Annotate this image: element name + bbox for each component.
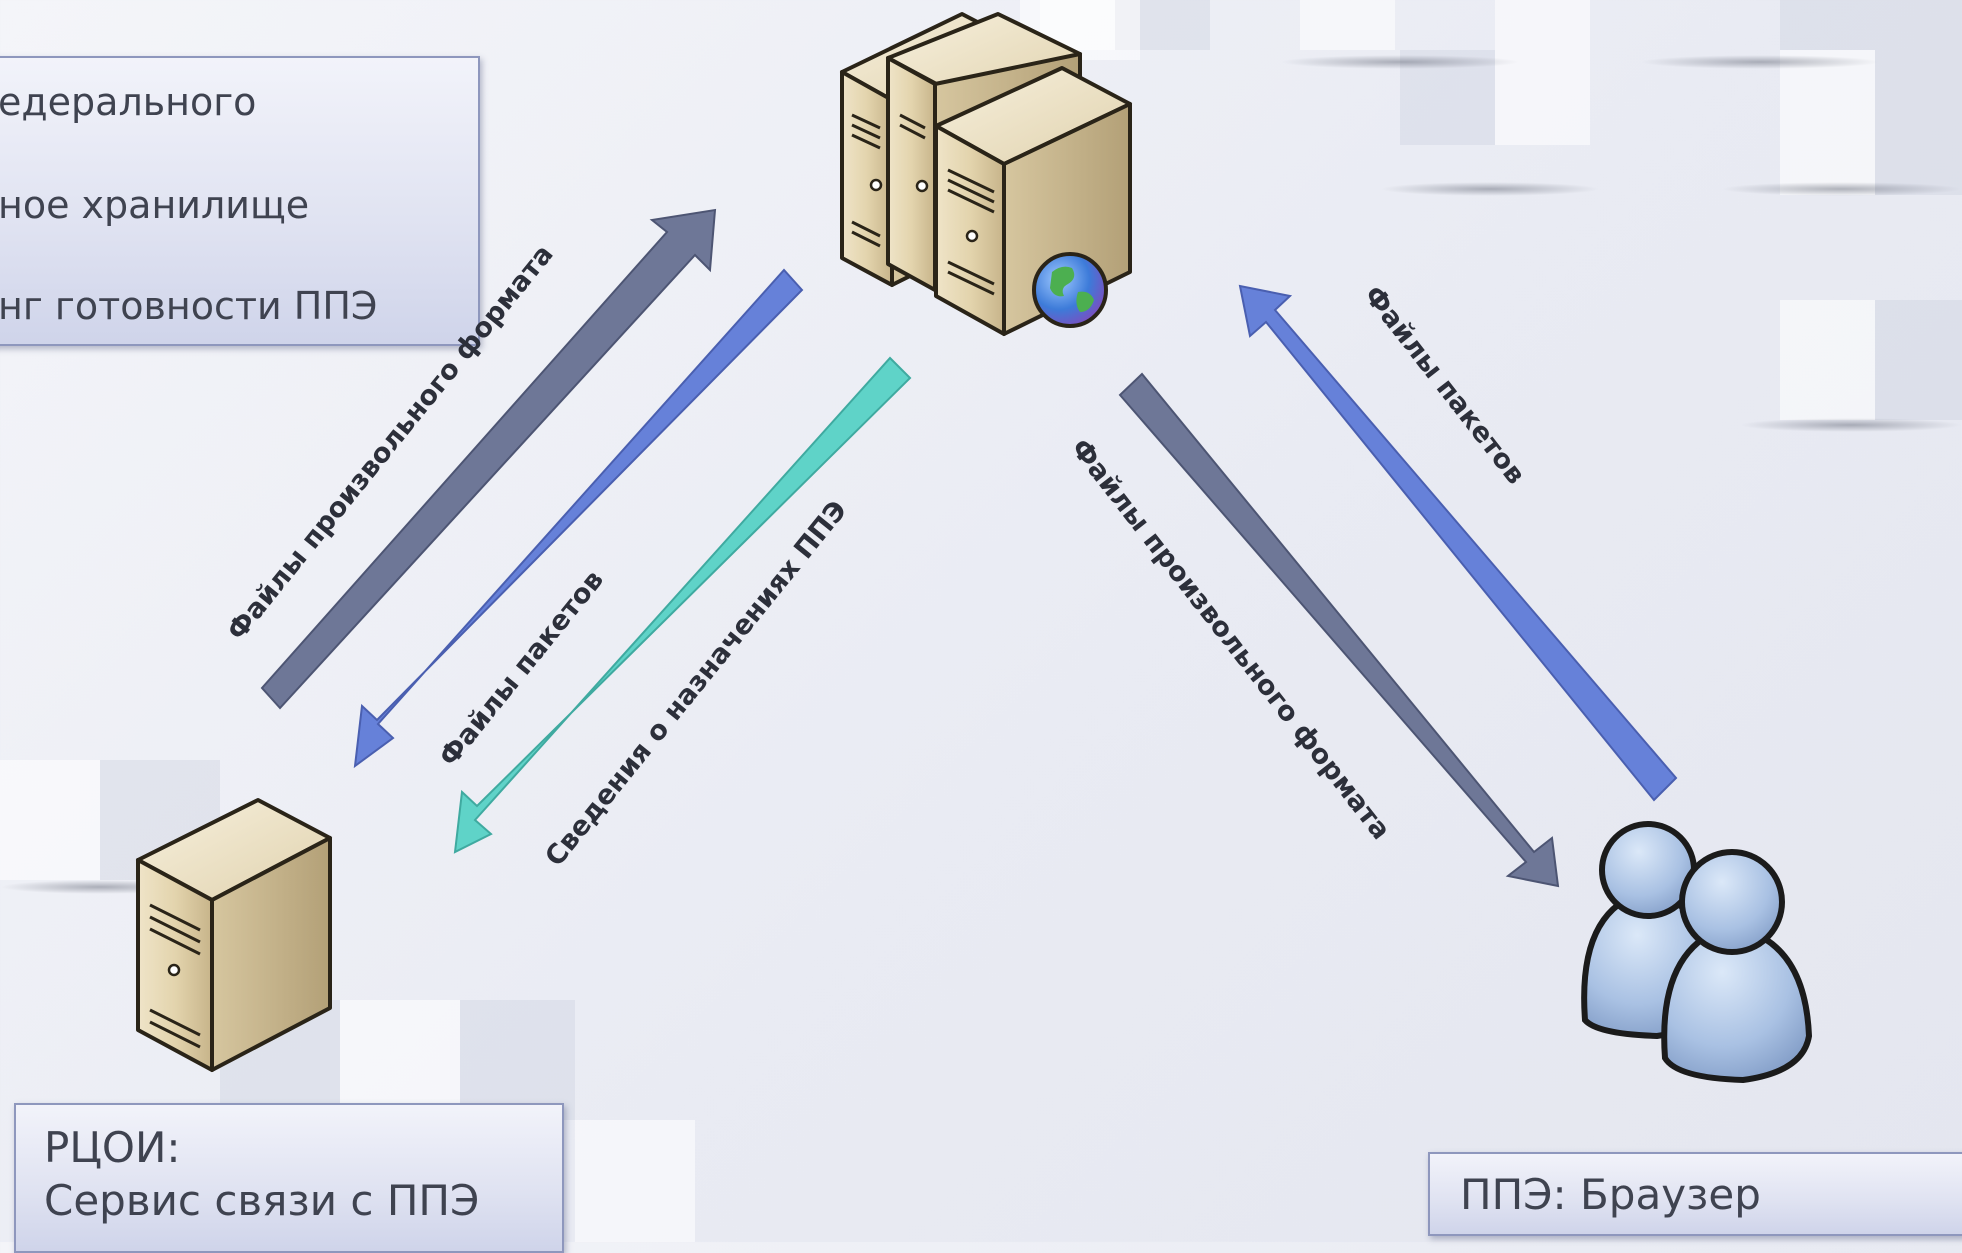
- arrow-arbitrary-files-right: [1118, 372, 1560, 888]
- rcoi-title: РЦОИ:: [44, 1123, 181, 1172]
- central-features-box: едерального ное хранилище нг готовности …: [0, 56, 480, 346]
- arrow-arbitrary-files-up: [260, 208, 717, 710]
- arrow-packages-down: [353, 268, 804, 769]
- arrow-assignments-down: [453, 356, 912, 854]
- label-assignments-down: Сведения о назначениях ППЭ: [539, 495, 853, 872]
- server-tower-icon: [136, 798, 332, 1072]
- central-features-line-3: нг готовности ППЭ: [0, 284, 378, 328]
- ppe-box: ППЭ: Браузер: [1428, 1152, 1962, 1236]
- rcoi-box: РЦОИ: Сервис связи с ППЭ: [14, 1103, 564, 1253]
- ppe-label: ППЭ: Браузер: [1460, 1170, 1761, 1219]
- users-icon: [1581, 821, 1813, 1084]
- central-features-line-2: ное хранилище: [0, 183, 310, 227]
- arrow-packages-up-right: [1238, 284, 1678, 802]
- label-packages-down: Файлы пакетов: [433, 565, 610, 773]
- central-features-line-1: едерального: [0, 80, 257, 124]
- server-cluster-globe-icon: [840, 12, 1132, 336]
- rcoi-service: Сервис связи с ППЭ: [44, 1176, 480, 1225]
